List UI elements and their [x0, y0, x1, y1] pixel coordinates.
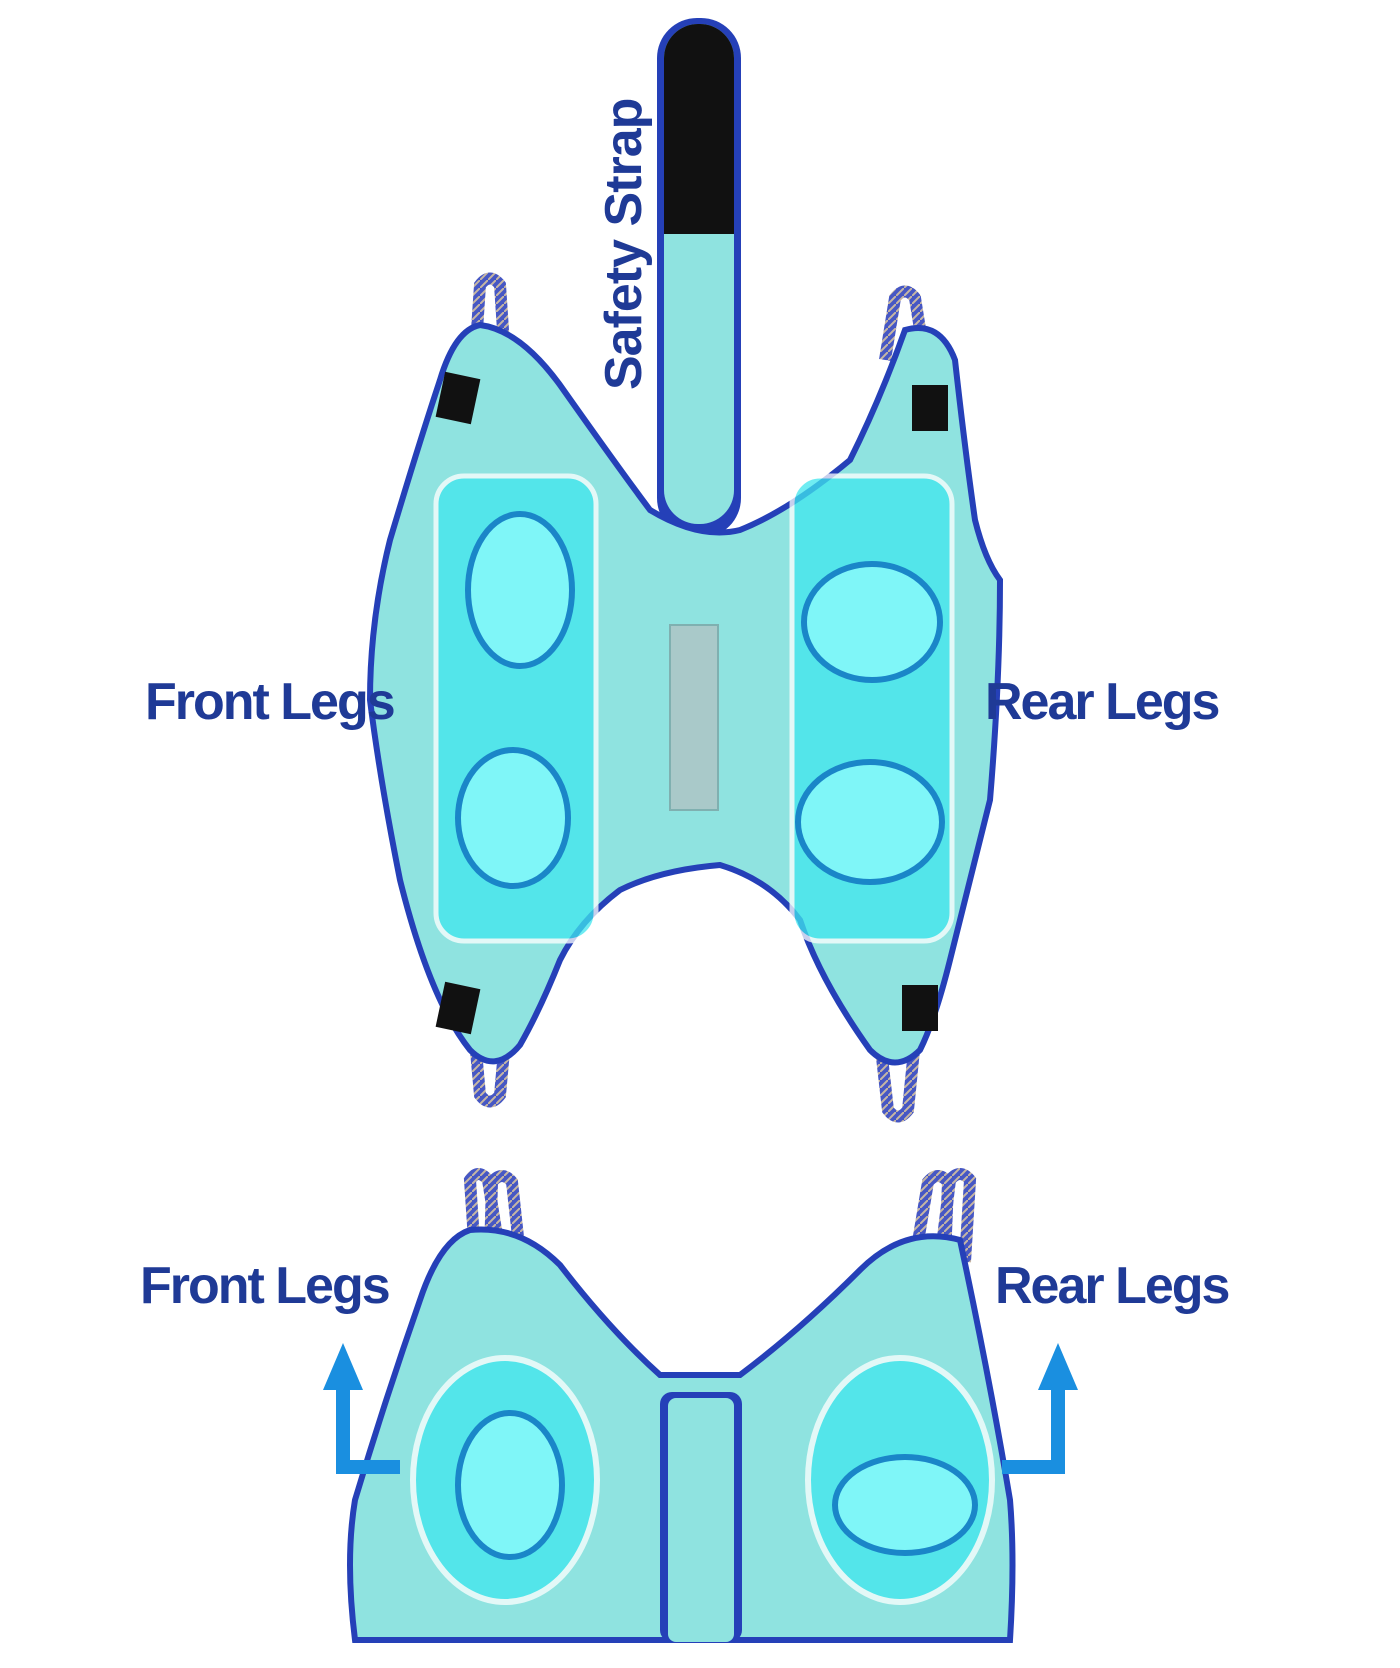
center-strap-bottom	[660, 1392, 742, 1642]
handle-loops-bottom	[463, 1168, 977, 1263]
rear-legs-arrowhead	[1038, 1343, 1078, 1390]
velcro-patches	[435, 371, 948, 1035]
handle-loops-top	[469, 272, 931, 1123]
safety-strap	[657, 18, 741, 538]
rear-legs-arrow	[1002, 1385, 1065, 1474]
front-legs-label-bottom: Front Legs	[140, 1257, 391, 1315]
leg-holes-bottom	[455, 1410, 978, 1560]
rear-legs-label-top: Rear Legs	[985, 673, 1220, 731]
front-legs-arrowhead	[323, 1343, 363, 1390]
front-legs-label-top: Front Legs	[145, 673, 396, 731]
front-legs-arrow	[336, 1385, 400, 1474]
leg-holes-top	[455, 511, 945, 889]
safety-strap-label: Safety Strap	[595, 98, 653, 390]
center-velcro-strip	[669, 624, 719, 811]
rear-legs-label-bottom: Rear Legs	[995, 1257, 1230, 1315]
